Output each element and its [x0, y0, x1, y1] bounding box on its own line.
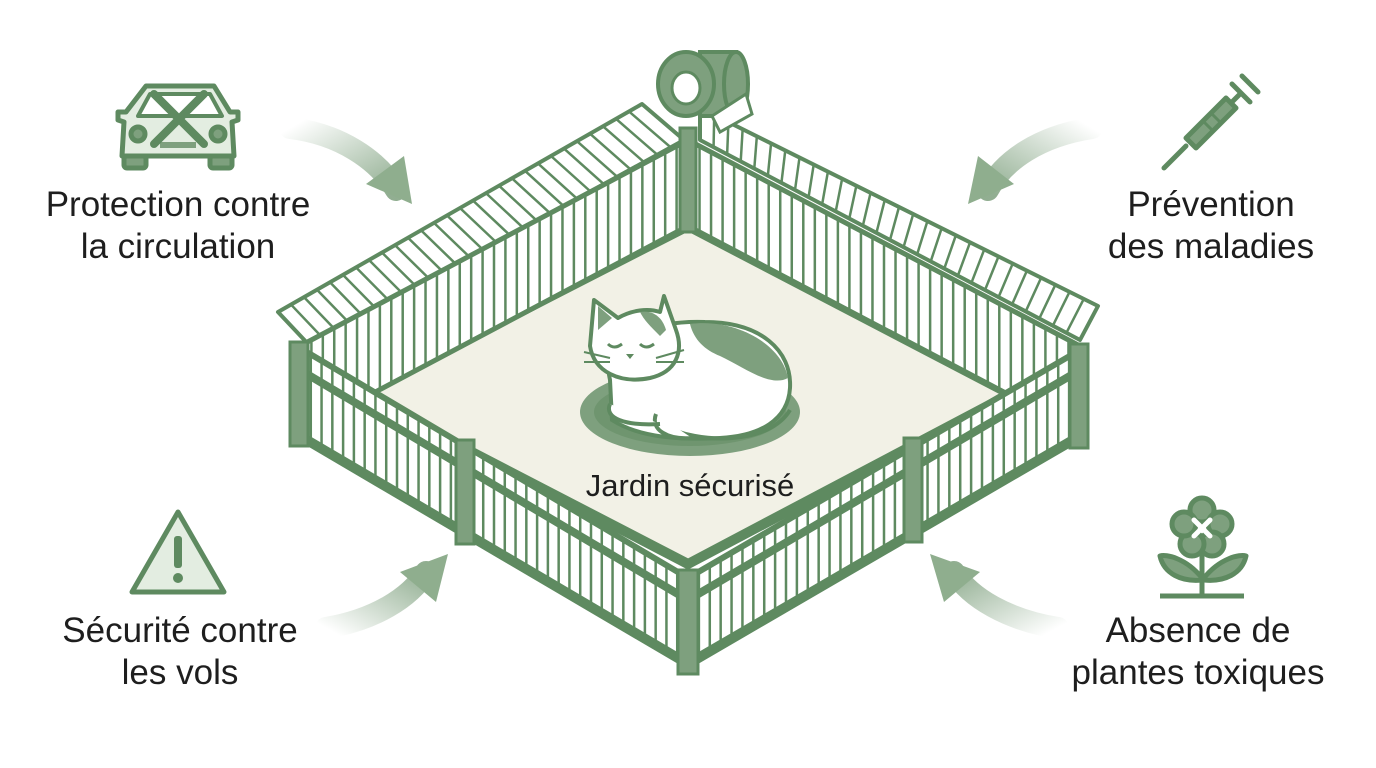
arrow-disease [968, 117, 1103, 204]
fence-enclosure [276, 50, 1100, 676]
net-strand [615, 117, 659, 156]
net-strand [902, 213, 915, 248]
net-strand [459, 207, 498, 244]
net-strand [472, 199, 512, 237]
net-strand [381, 251, 418, 289]
label-disease-line2: des maladies [1107, 227, 1315, 266]
fence-roll-icon [656, 50, 754, 135]
net-strand [766, 143, 773, 176]
label-plants-line1: Absence de [1105, 611, 1291, 650]
cat-sleeping-icon [580, 294, 800, 456]
net-strand [820, 171, 830, 205]
net-strand [433, 221, 472, 259]
net-strand [753, 136, 759, 169]
net-strand [970, 248, 986, 284]
net-strand [602, 125, 645, 164]
net-strand [511, 177, 552, 215]
net-strand [1051, 291, 1071, 327]
net-strand [1010, 270, 1029, 305]
fence-post-back [678, 126, 698, 234]
net-strand [915, 220, 929, 255]
label-theft-security: Sécurité contre les vols [30, 610, 330, 694]
label-disease-line1: Prévention [1127, 185, 1295, 224]
center-label: Jardin sécurisé [585, 468, 795, 503]
net-strand [420, 229, 458, 266]
net-strand [780, 150, 787, 184]
net-strand [834, 178, 844, 212]
label-traffic-line2: la circulation [80, 227, 276, 266]
syringe-icon [1161, 73, 1261, 171]
net-strand [793, 157, 801, 191]
net-strand [342, 273, 378, 311]
net-strand [498, 184, 538, 222]
net-strand [485, 192, 525, 230]
net-strand [368, 259, 405, 296]
net-strand [303, 296, 338, 333]
net-strand [807, 164, 815, 198]
net-strand [446, 214, 485, 252]
net-strand [329, 281, 365, 318]
net-strand [929, 227, 943, 262]
label-traffic-line1: Protection contre [45, 185, 311, 224]
arrow-plants [930, 554, 1069, 639]
net-strand [997, 263, 1014, 298]
crossed-flower-icon [1157, 495, 1249, 599]
net-strand [589, 132, 632, 171]
net-strand [524, 169, 565, 208]
net-strand [739, 129, 744, 162]
label-disease-prevention: Prévention des maladies [1066, 184, 1356, 268]
net-strand [290, 303, 325, 340]
net-strand [628, 110, 672, 149]
net-strand [861, 192, 872, 226]
net-strand [355, 266, 392, 303]
net-strand [576, 140, 619, 178]
net-strand [983, 256, 1000, 291]
net-strand [848, 185, 858, 219]
label-toxic-plants: Absence de plantes toxiques [1040, 610, 1356, 694]
net-strand [537, 162, 578, 200]
net-strand [956, 241, 972, 277]
warning-icon [129, 509, 227, 595]
label-traffic-protection: Protection contre la circulation [18, 184, 338, 268]
arrow-theft [315, 554, 448, 639]
net-strand [550, 155, 592, 193]
net-strand [407, 236, 445, 274]
label-theft-line1: Sécurité contre [62, 611, 298, 650]
net-strand [1065, 298, 1085, 334]
fence-posts [288, 340, 1090, 676]
net-strand [1024, 277, 1043, 312]
net-strand [394, 244, 432, 281]
net-strand [888, 206, 901, 241]
label-theft-line2: les vols [121, 653, 239, 692]
net-strand [1038, 284, 1057, 320]
label-plants-line2: plantes toxiques [1071, 653, 1325, 692]
net-strand [875, 199, 886, 234]
net-strand [316, 288, 351, 325]
net-strand [943, 234, 958, 269]
net-strand [563, 147, 605, 186]
arrow-traffic [279, 117, 412, 204]
crossed-car-icon [115, 83, 241, 171]
